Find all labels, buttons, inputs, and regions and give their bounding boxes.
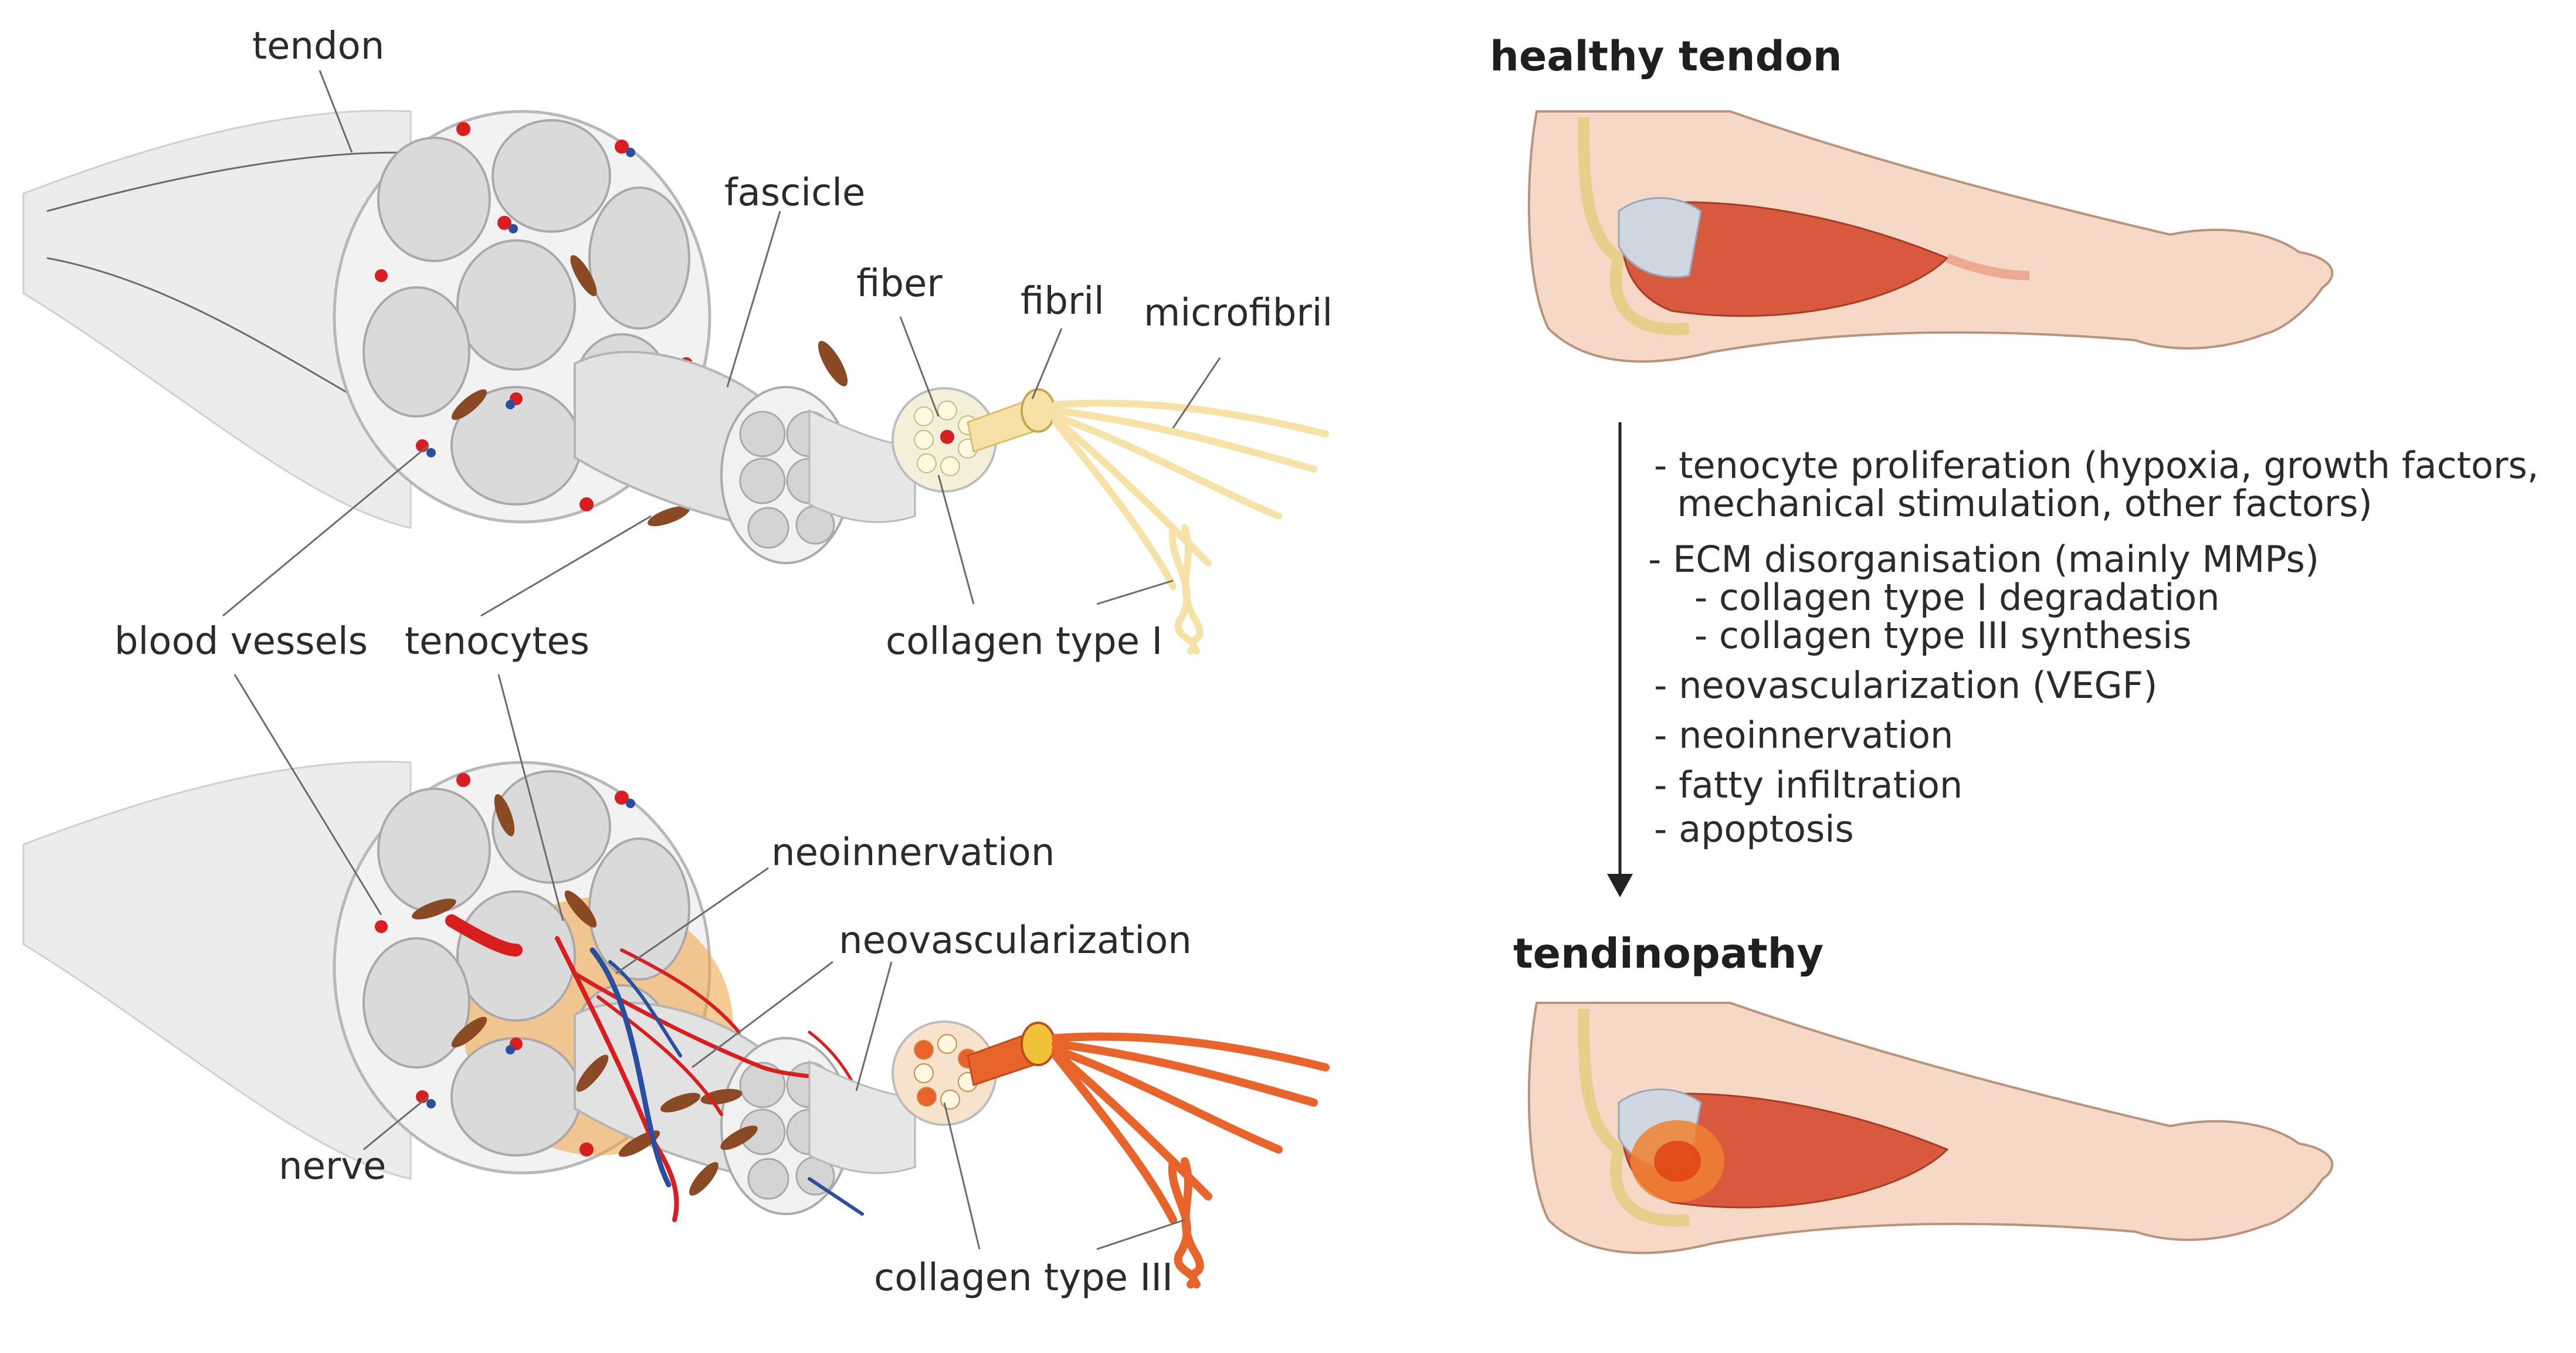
- healthy-arm: [1527, 110, 2334, 363]
- label-neovascularization: neovascularization: [839, 919, 1192, 962]
- structure-labels: tendon fascicle fiber fibril microfibril…: [114, 25, 1333, 1300]
- fiber: [808, 409, 916, 523]
- tendinopathy-structure: [22, 761, 1330, 1288]
- label-microfibril: microfibril: [1144, 291, 1333, 335]
- label-fascicle: fascicle: [724, 171, 865, 215]
- tendon-body-diseased: [22, 761, 412, 1180]
- label-tendon: tendon: [252, 25, 384, 68]
- label-fibril: fibril: [1021, 280, 1104, 323]
- process-line: - ECM disorganisation (mainly MMPs): [1648, 538, 2319, 581]
- process-line: - neoinnervation: [1654, 714, 1953, 757]
- microfibrils: [1052, 399, 1329, 655]
- progression-arrow: [1607, 422, 1633, 897]
- blood-vessels: [375, 122, 693, 511]
- label-nerve: nerve: [279, 1145, 387, 1188]
- label-collagen-type-3: collagen type III: [874, 1256, 1173, 1300]
- process-line: - tenocyte proliferation (hypoxia, growt…: [1654, 444, 2538, 487]
- process-line: mechanical stimulation, other factors): [1654, 482, 2372, 525]
- healthy-tendon-structure: [22, 110, 1329, 655]
- extensor-muscle: [1622, 201, 1949, 317]
- process-line: - collagen type I degradation: [1648, 576, 2220, 619]
- label-collagen-type-1: collagen type I: [886, 620, 1162, 663]
- bottom-leader-lines: [233, 674, 1185, 1250]
- top-leader-lines: [222, 70, 1221, 617]
- healthy-tendon-title: healthy tendon: [1490, 32, 1842, 80]
- process-line: - fatty infiltration: [1654, 764, 1962, 806]
- tendinopathy-arm: [1527, 1002, 2334, 1254]
- label-neoinnervation: neoinnervation: [771, 831, 1055, 874]
- label-fiber: fiber: [856, 262, 943, 306]
- tendinopathy-title: tendinopathy: [1513, 930, 1823, 978]
- collagen-type-3-microfibrils: [1052, 1032, 1330, 1288]
- process-line: - neovascularization (VEGF): [1654, 664, 2157, 707]
- process-list: - tenocyte proliferation (hypoxia, growt…: [1648, 444, 2538, 850]
- label-blood-vessels: blood vessels: [114, 620, 368, 663]
- process-line: - apoptosis: [1654, 808, 1854, 850]
- label-tenocytes: tenocytes: [405, 620, 589, 663]
- process-line: - collagen type III synthesis: [1648, 614, 2192, 657]
